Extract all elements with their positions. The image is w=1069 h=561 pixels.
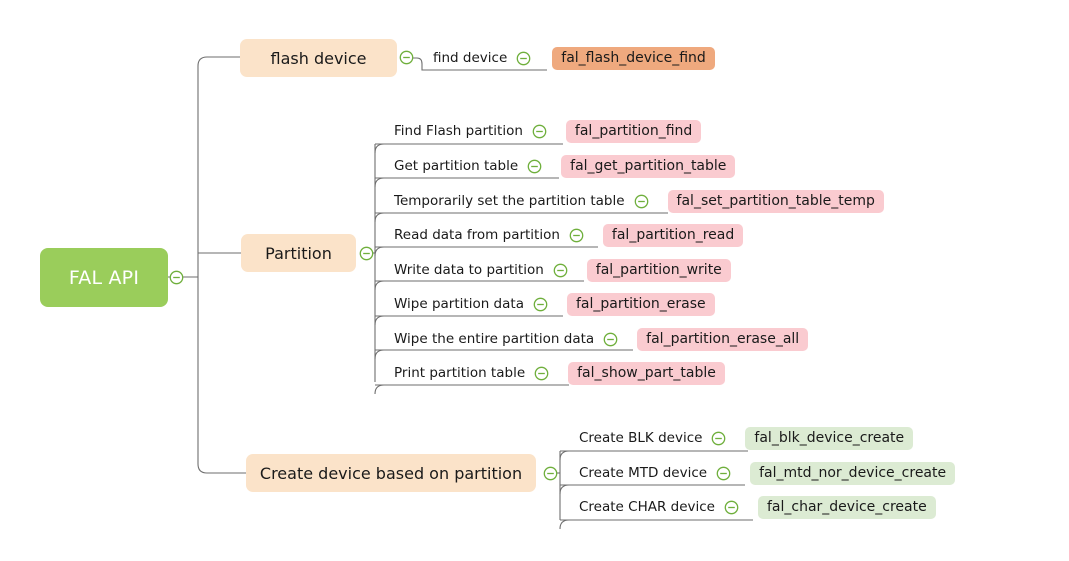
branch-label: flash device: [270, 48, 367, 68]
minus-circle-icon-leaf[interactable]: [716, 466, 731, 481]
minus-circle-icon-leaf[interactable]: [711, 431, 726, 446]
branch-node-flash-device[interactable]: flash device: [240, 39, 397, 77]
minus-circle-icon-leaf[interactable]: [553, 263, 568, 278]
leaf-description: Create BLK device: [579, 430, 703, 446]
leaf-row[interactable]: Wipe the entire partition data fal_parti…: [394, 326, 809, 352]
leaf-function-name[interactable]: fal_partition_find: [565, 119, 702, 143]
minus-circle-icon-leaf[interactable]: [724, 500, 739, 515]
leaf-row[interactable]: Create CHAR device fal_char_device_creat…: [579, 494, 936, 520]
leaf-row[interactable]: Find Flash partition fal_partition_find: [394, 118, 702, 144]
leaf-description: Print partition table: [394, 365, 526, 381]
branch-label: Partition: [265, 243, 332, 263]
leaf-description: Write data to partition: [394, 262, 544, 278]
leaf-row[interactable]: Create BLK device fal_blk_device_create: [579, 425, 914, 451]
minus-circle-icon-leaf[interactable]: [534, 366, 549, 381]
leaf-row[interactable]: Create MTD device fal_mtd_nor_device_cre…: [579, 460, 956, 486]
minus-circle-icon-create-device[interactable]: [543, 466, 558, 481]
minus-circle-icon-leaf[interactable]: [532, 124, 547, 139]
leaf-row[interactable]: Read data from partition fal_partition_r…: [394, 222, 744, 248]
leaf-description: Wipe the entire partition data: [394, 331, 595, 347]
leaf-description: find device: [433, 50, 508, 66]
leaf-function-name[interactable]: fal_partition_erase: [566, 292, 715, 316]
leaf-row[interactable]: Temporarily set the partition table fal_…: [394, 188, 884, 214]
leaf-row[interactable]: Write data to partition fal_partition_wr…: [394, 257, 731, 283]
minus-circle-icon-leaf[interactable]: [533, 297, 548, 312]
leaf-function-name[interactable]: fal_blk_device_create: [745, 426, 914, 450]
leaf-function-name[interactable]: fal_partition_erase_all: [637, 327, 809, 351]
leaf-function-name[interactable]: fal_get_partition_table: [561, 154, 736, 178]
leaf-function-name[interactable]: fal_partition_write: [586, 258, 731, 282]
branch-label: Create device based on partition: [259, 463, 523, 483]
leaf-row[interactable]: find device fal_flash_device_find: [433, 45, 715, 71]
minus-circle-icon-root[interactable]: [169, 270, 184, 285]
minus-circle-icon-leaf[interactable]: [516, 51, 531, 66]
leaf-description: Create MTD device: [579, 465, 708, 481]
branch-node-create-device[interactable]: Create device based on partition: [246, 454, 536, 492]
minus-circle-icon-leaf[interactable]: [527, 159, 542, 174]
leaf-description: Get partition table: [394, 158, 519, 174]
leaf-function-name[interactable]: fal_partition_read: [602, 223, 744, 247]
minus-circle-icon-leaf[interactable]: [603, 332, 618, 347]
leaf-description: Wipe partition data: [394, 296, 524, 312]
leaf-function-name[interactable]: fal_char_device_create: [757, 495, 936, 519]
leaf-description: Create CHAR device: [579, 499, 715, 515]
branch-node-partition[interactable]: Partition: [241, 234, 356, 272]
root-node-label: FAL API: [68, 266, 140, 289]
leaf-row[interactable]: Wipe partition data fal_partition_erase: [394, 291, 715, 317]
leaf-description: Read data from partition: [394, 227, 560, 243]
minus-circle-icon-partition[interactable]: [359, 246, 374, 261]
minus-circle-icon-leaf[interactable]: [634, 194, 649, 209]
leaf-function-name[interactable]: fal_set_partition_table_temp: [667, 189, 884, 213]
leaf-function-name[interactable]: fal_show_part_table: [568, 361, 725, 385]
minus-circle-icon-leaf[interactable]: [569, 228, 584, 243]
minus-circle-icon-flash-device[interactable]: [399, 50, 414, 65]
root-node[interactable]: FAL API: [40, 248, 168, 307]
leaf-function-name[interactable]: fal_mtd_nor_device_create: [750, 461, 956, 485]
leaf-row[interactable]: Get partition table fal_get_partition_ta…: [394, 153, 736, 179]
leaf-description: Temporarily set the partition table: [394, 193, 625, 209]
leaf-row[interactable]: Print partition table fal_show_part_tabl…: [394, 360, 725, 386]
leaf-description: Find Flash partition: [394, 123, 523, 139]
leaf-function-name[interactable]: fal_flash_device_find: [552, 46, 715, 70]
